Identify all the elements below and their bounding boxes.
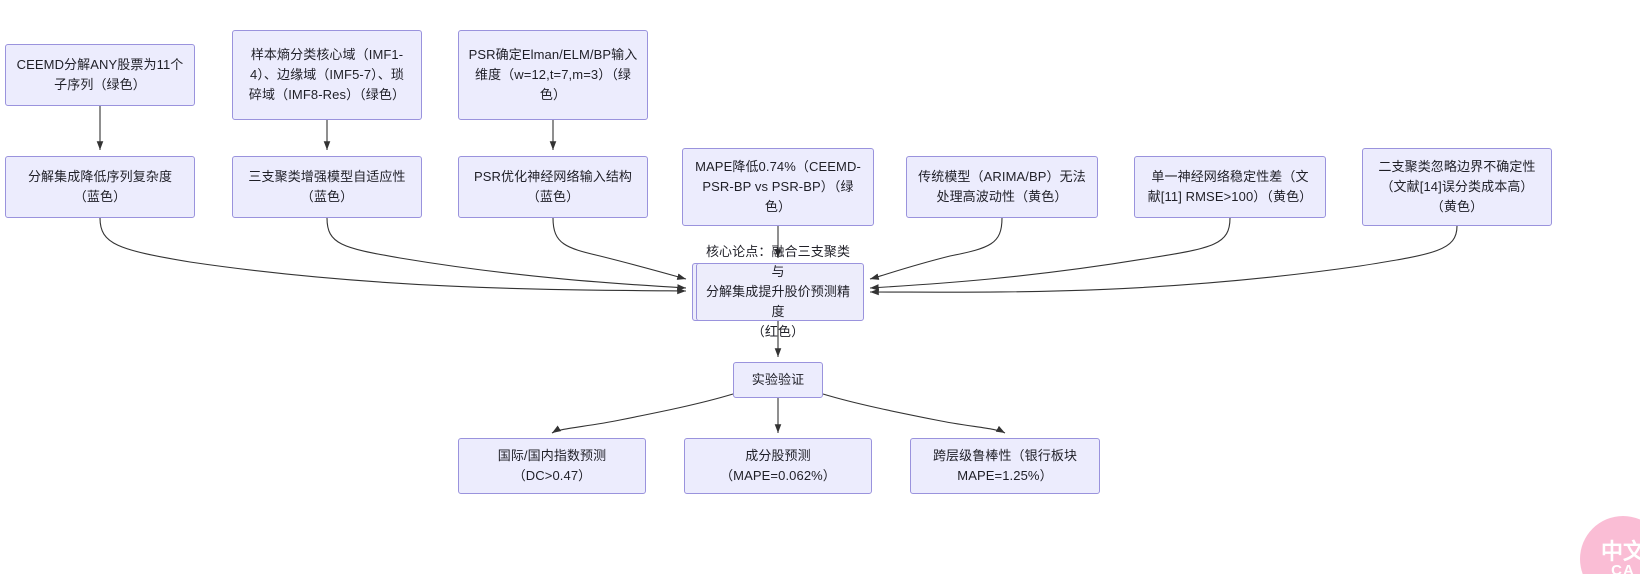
node-label: 分解集成降低序列复杂度 （蓝色） xyxy=(27,168,173,204)
node-label: 国际/国内指数预测 （DC>0.47） xyxy=(497,447,607,483)
node-label: 样本熵分类核心域（IMF1- 4）、边缘域（IMF5-7）、琐 碎域（IMF8-… xyxy=(248,46,406,103)
node-psr-optimize-network-input[interactable]: PSR优化神经网络输入结构 （蓝色） xyxy=(458,156,648,218)
watermark-line1: 中文 xyxy=(1600,538,1640,564)
node-label: 传统模型（ARIMA/BP）无法 处理高波动性（黄色） xyxy=(918,168,1086,204)
edge-g2-core xyxy=(869,217,1231,291)
node-label: MAPE降低0.74%（CEEMD- PSR-BP vs PSR-BP）（绿 色… xyxy=(695,158,861,215)
node-label: 单一神经网络稳定性差（文 献[11] RMSE>100）（黄色） xyxy=(1147,168,1313,204)
node-experimental-validation[interactable]: 实验验证 xyxy=(733,362,823,398)
node-label: 二支聚类忽略边界不确定性 （文献[14]误分类成本高） （黄色） xyxy=(1378,158,1536,215)
watermark-badge: 中文 CA xyxy=(1580,516,1640,574)
node-label: 成分股预测 （MAPE=0.062%） xyxy=(720,447,836,483)
node-label: 跨层级鲁棒性（银行板块 MAPE=1.25%） xyxy=(932,447,1078,483)
node-ceemd-decomposition[interactable]: CEEMD分解ANY股票为11个 子序列（绿色） xyxy=(5,44,195,106)
node-result-component-stock-prediction[interactable]: 成分股预测 （MAPE=0.062%） xyxy=(684,438,872,494)
edge-c3-core xyxy=(552,217,687,280)
node-label: 核心论点：融合三支聚类与 分解集成提升股价预测精度 （红色） xyxy=(705,243,851,340)
node-label: PSR优化神经网络输入结构 （蓝色） xyxy=(473,168,633,204)
edge-exp-r1 xyxy=(551,393,734,434)
edge-c1-core xyxy=(99,217,687,295)
edge-g3-core xyxy=(869,225,1458,296)
edge-exp-r3 xyxy=(822,393,1006,434)
watermark-line2: CA xyxy=(1611,561,1635,574)
node-traditional-model-gap[interactable]: 传统模型（ARIMA/BP）无法 处理高波动性（黄色） xyxy=(906,156,1098,218)
node-mape-reduction-evidence[interactable]: MAPE降低0.74%（CEEMD- PSR-BP vs PSR-BP）（绿 色… xyxy=(682,148,874,226)
node-three-way-clustering-adaptivity[interactable]: 三支聚类增强模型自适应性 （蓝色） xyxy=(232,156,422,218)
node-label: PSR确定Elman/ELM/BP输入 维度（w=12,t=7,m=3）（绿 色… xyxy=(468,46,638,103)
node-sample-entropy-classification[interactable]: 样本熵分类核心域（IMF1- 4）、边缘域（IMF5-7）、琐 碎域（IMF8-… xyxy=(232,30,422,120)
node-single-network-instability-gap[interactable]: 单一神经网络稳定性差（文 献[11] RMSE>100）（黄色） xyxy=(1134,156,1326,218)
edge-c2-core xyxy=(326,217,687,291)
node-core-argument[interactable]: 核心论点：融合三支聚类与 分解集成提升股价预测精度 （红色） xyxy=(692,244,864,339)
node-two-way-clustering-gap[interactable]: 二支聚类忽略边界不确定性 （文献[14]误分类成本高） （黄色） xyxy=(1362,148,1552,226)
node-label: CEEMD分解ANY股票为11个 子序列（绿色） xyxy=(16,56,184,92)
node-label: 实验验证 xyxy=(751,371,805,387)
edge-g1-core xyxy=(869,217,1003,280)
node-result-index-prediction[interactable]: 国际/国内指数预测 （DC>0.47） xyxy=(458,438,646,494)
node-result-cross-level-robustness[interactable]: 跨层级鲁棒性（银行板块 MAPE=1.25%） xyxy=(910,438,1100,494)
node-label: 三支聚类增强模型自适应性 （蓝色） xyxy=(248,168,406,204)
node-reduce-sequence-complexity[interactable]: 分解集成降低序列复杂度 （蓝色） xyxy=(5,156,195,218)
node-psr-input-dimension[interactable]: PSR确定Elman/ELM/BP输入 维度（w=12,t=7,m=3）（绿 色… xyxy=(458,30,648,120)
